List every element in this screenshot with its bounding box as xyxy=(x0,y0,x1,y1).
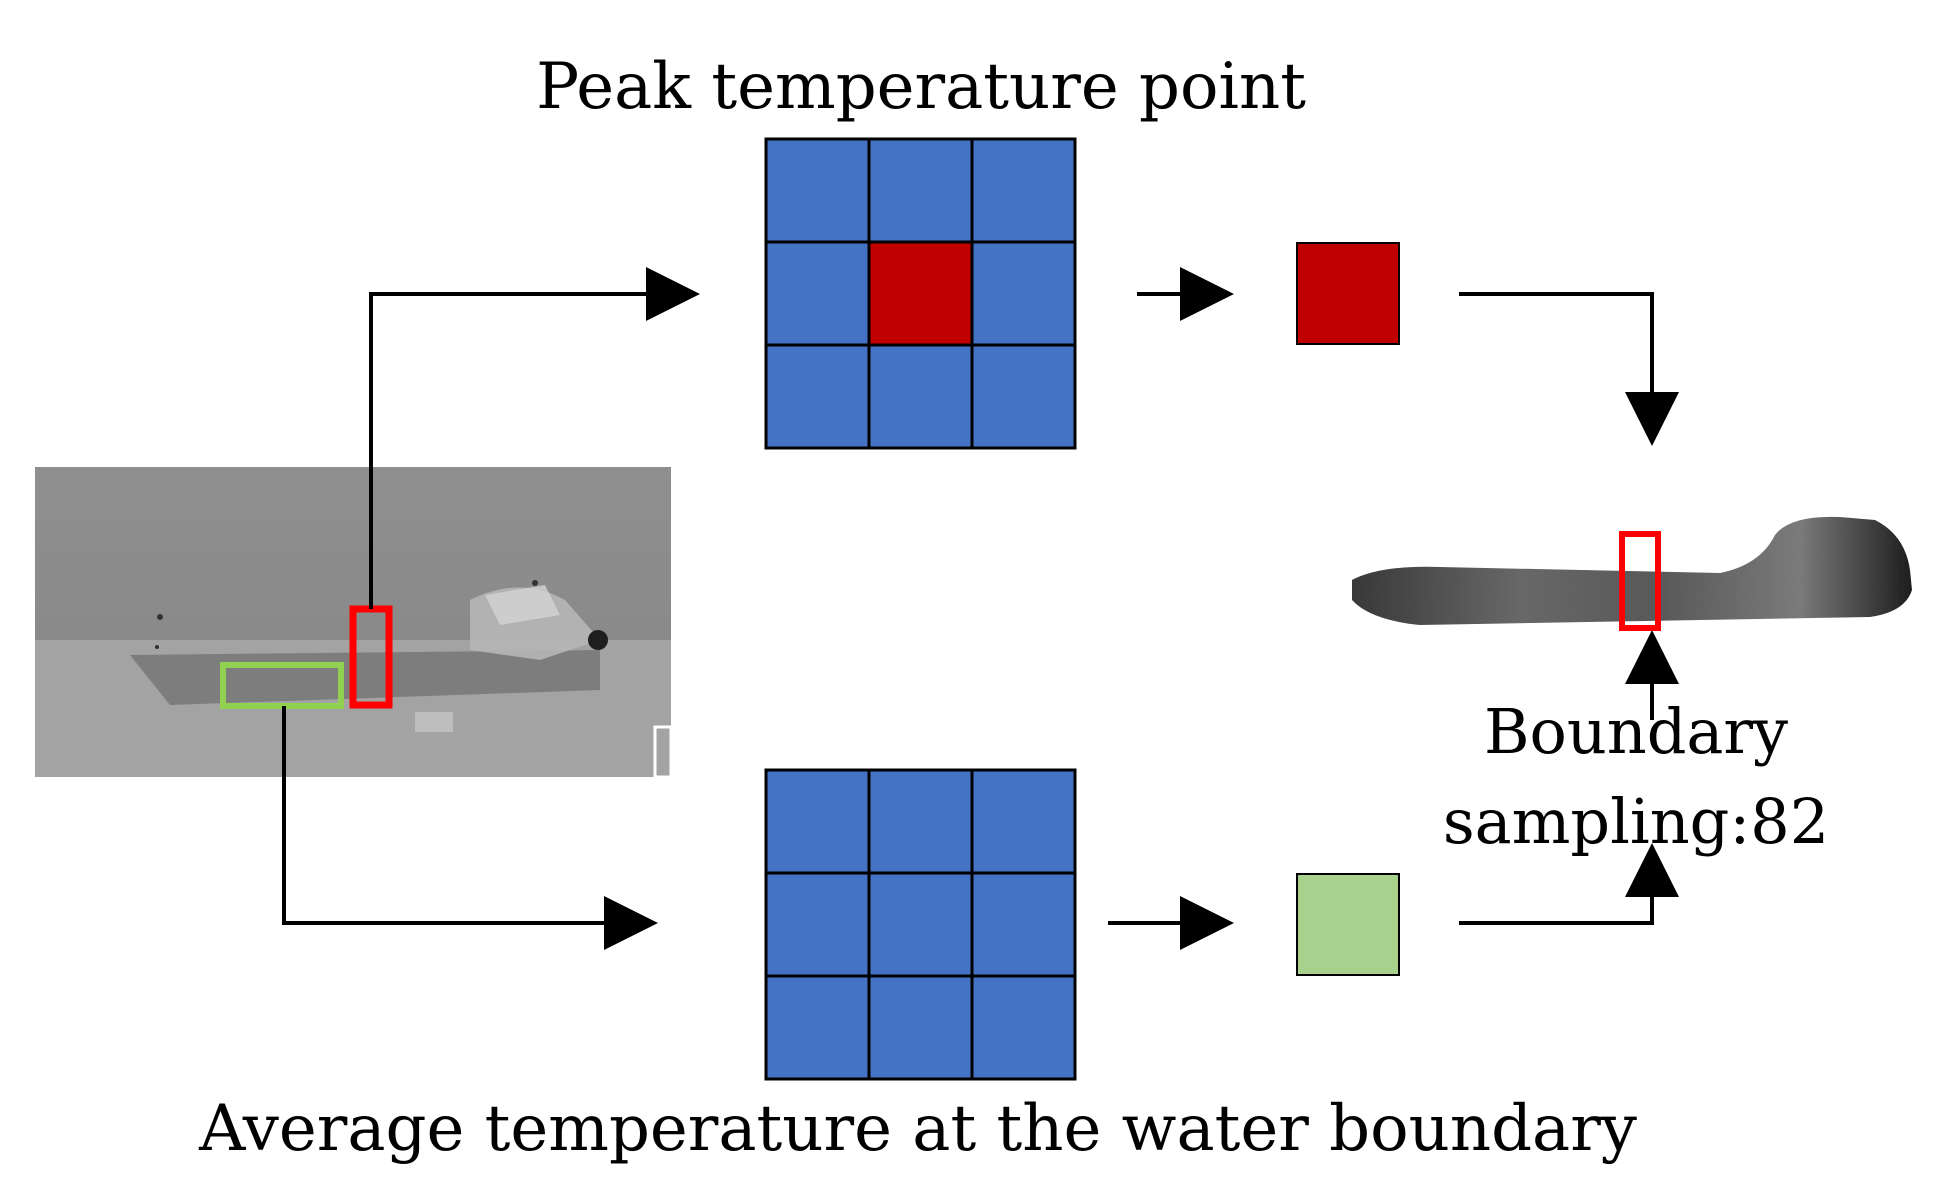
boundary-label-line1: Boundary xyxy=(1484,695,1788,768)
average-to-hull-arrowhead-upper xyxy=(1625,630,1679,684)
average-temperature-label: Average temperature at the water boundar… xyxy=(198,1092,1637,1166)
average-to-hull-line xyxy=(1459,892,1654,925)
peak-grid-cell-2-1 xyxy=(867,343,974,450)
peak-grid-cell-2-2 xyxy=(970,343,1077,450)
peak-grid-cell-0-1 xyxy=(867,137,974,244)
peak-temperature-label: Peak temperature point xyxy=(536,50,1306,124)
peak-result-cell xyxy=(1296,242,1400,345)
peak-grid-cell-2-0 xyxy=(764,343,871,450)
average-grid-cell-0-0 xyxy=(764,768,871,875)
boundary-label-line2: sampling:82 xyxy=(1443,785,1829,858)
peak-grid-cell-1-0 xyxy=(764,240,871,347)
peak-grid xyxy=(764,137,1077,450)
average-grid-cell-2-1 xyxy=(867,974,974,1081)
average-grid-cell-1-2 xyxy=(970,871,1077,978)
top-arrowhead-to-grid xyxy=(646,267,700,321)
peak-grid-cell-1-1-highlight xyxy=(867,240,974,347)
average-grid-cell-0-1 xyxy=(867,768,974,875)
bottom-connector-line xyxy=(282,706,608,925)
top-connector-line xyxy=(369,292,650,609)
average-grid-cell-1-0 xyxy=(764,871,871,978)
peak-grid-cell-0-0 xyxy=(764,137,871,244)
hull-sample-box xyxy=(1619,531,1661,631)
bottom-arrowhead-to-result xyxy=(1180,896,1234,950)
top-arrowhead-to-result xyxy=(1180,267,1234,321)
segmented-hull-image xyxy=(1352,516,1912,625)
average-grid xyxy=(764,768,1077,1081)
peak-to-hull-line xyxy=(1459,292,1654,395)
average-grid-cell-1-1 xyxy=(867,871,974,978)
peak-to-hull-arrowhead xyxy=(1625,392,1679,446)
average-grid-cell-0-2 xyxy=(970,768,1077,875)
average-to-hull-arrowhead-lower xyxy=(1625,843,1679,897)
bottom-arrowhead-to-grid xyxy=(604,896,658,950)
average-grid-cell-2-2 xyxy=(970,974,1077,1081)
average-grid-cell-2-0 xyxy=(764,974,871,1081)
peak-grid-cell-1-2 xyxy=(970,240,1077,347)
average-result-cell xyxy=(1296,873,1400,976)
peak-grid-cell-0-2 xyxy=(970,137,1077,244)
